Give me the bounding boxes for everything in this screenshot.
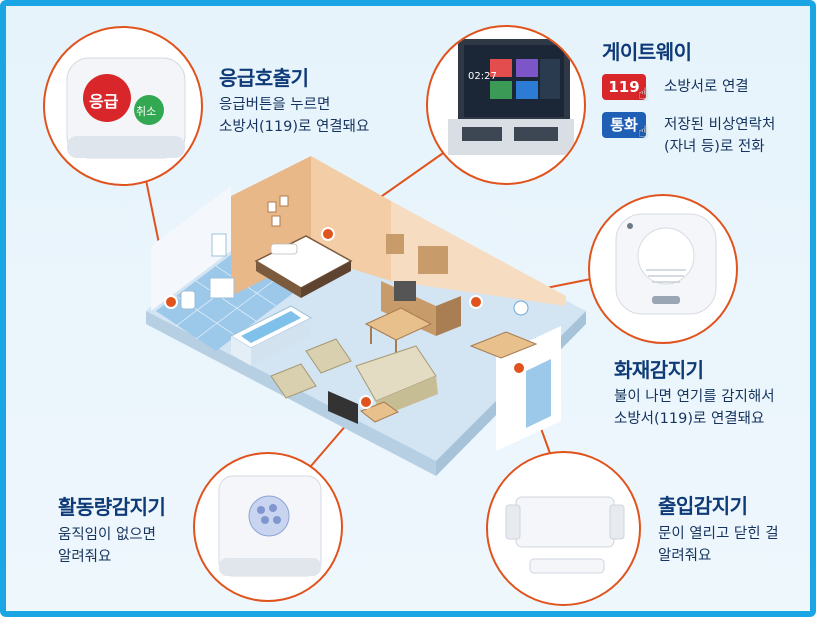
- gateway-title: 게이트웨이: [602, 40, 692, 64]
- fire-detector-image: [588, 194, 738, 344]
- door-desc-line2: 알려줘요: [658, 548, 712, 564]
- door-sensor-image: [486, 451, 641, 606]
- badge-119-label: 119: [608, 78, 640, 96]
- badge-call-desc-line1: 저장된 비상연락처: [664, 117, 776, 133]
- gateway-device-image: 02:27: [426, 25, 586, 185]
- emergency-description: 응급버튼을 누르면 소방서(119)로 연결돼요: [219, 94, 369, 138]
- door-desc-line1: 문이 열리고 닫힌 걸: [658, 526, 779, 542]
- gateway-screen-time: 02:27: [468, 71, 497, 82]
- red-emergency-button: [83, 74, 131, 122]
- emergency-title: 응급호출기: [219, 66, 309, 90]
- door-sensor-title: 출입감지기: [658, 494, 748, 518]
- badge-call-description: 저장된 비상연락처 (자녀 등)로 전화: [664, 114, 775, 158]
- emergency-desc-line1: 응급버튼을 누르면: [219, 97, 331, 113]
- activity-sensor-description: 움직임이 없으면 알려줘요: [58, 524, 156, 568]
- emergency-call-device-image: 응급 취소: [43, 26, 203, 186]
- emergency-button-label: 응급: [89, 92, 119, 111]
- cancel-button-label: 취소: [136, 105, 157, 118]
- fire-detector-description: 불이 나면 연기를 감지해서 소방서(119)로 연결돼요: [614, 386, 775, 430]
- badge-call: 통화: [602, 112, 646, 138]
- badge-call-desc-line2: (자녀 등)로 전화: [664, 139, 765, 155]
- activity-desc-line1: 움직임이 없으면: [58, 527, 156, 543]
- badge-call-label: 통화: [610, 116, 638, 134]
- fire-desc-line2: 소방서(119)로 연결돼요: [614, 411, 765, 427]
- pointer-hand-icon: ☝: [638, 122, 648, 141]
- emergency-desc-line2: 소방서(119)로 연결돼요: [219, 119, 370, 135]
- device-markers: [164, 227, 526, 409]
- badge-119-description: 소방서로 연결: [664, 79, 749, 95]
- green-cancel-button: [134, 95, 164, 125]
- house-illustration: [138, 143, 597, 476]
- fire-detector-title: 화재감지기: [614, 358, 704, 382]
- fire-desc-line1: 불이 나면 연기를 감지해서: [614, 389, 775, 405]
- door-sensor-description: 문이 열리고 닫힌 걸 알려줘요: [658, 523, 779, 567]
- activity-desc-line2: 알려줘요: [58, 549, 112, 565]
- activity-sensor-title: 활동량감지기: [58, 495, 166, 519]
- pointer-hand-icon: ☝: [638, 84, 648, 103]
- badge-119: 119: [602, 74, 646, 100]
- activity-sensor-image: [193, 452, 343, 602]
